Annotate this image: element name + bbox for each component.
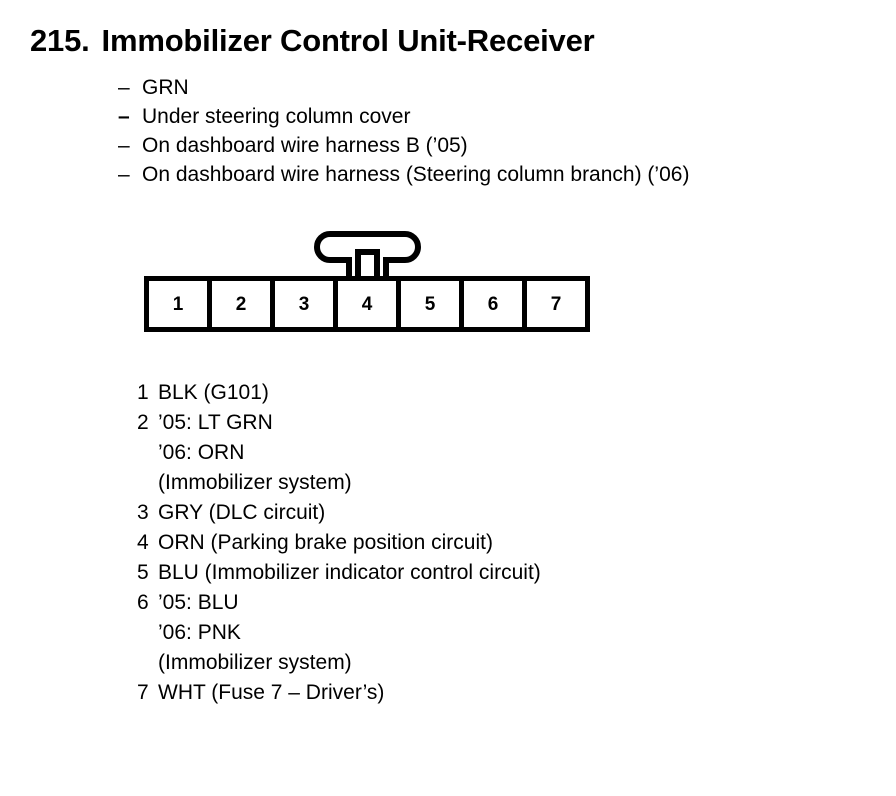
pin-legend-number: 1: [137, 381, 149, 404]
descriptor-text: On dashboard wire harness (Steering colu…: [142, 163, 690, 186]
pin-legend-row: 5 BLU (Immobilizer indicator control circ…: [137, 558, 541, 588]
pin-legend-lines: ’05: LT GRN ’06: ORN (Immobilizer system): [158, 408, 541, 498]
connector-pin-4: 4: [338, 281, 401, 327]
descriptor-dash-icon: –: [118, 105, 130, 128]
pin-legend-line: (Immobilizer system): [158, 651, 352, 674]
descriptor-item: –Under steering column cover: [118, 102, 689, 131]
pin-legend-number: 7: [137, 681, 149, 704]
pin-legend-lines: BLU (Immobilizer indicator control circu…: [158, 558, 541, 588]
page-title: 215. Immobilizer Control Unit-Receiver: [30, 22, 595, 60]
page-title-label: Immobilizer Control Unit-Receiver: [101, 23, 595, 58]
pin-legend-lines: ORN (Parking brake position circuit): [158, 528, 541, 558]
pin-legend-line: WHT (Fuse 7 – Driver’s): [158, 681, 385, 704]
connector-pin-1: 1: [149, 281, 212, 327]
descriptor-dash-icon: –: [118, 163, 130, 186]
connector-pin-6: 6: [464, 281, 527, 327]
connector-pin-3: 3: [275, 281, 338, 327]
descriptor-list: –GRN–Under steering column cover–On dash…: [118, 73, 689, 189]
pin-legend-number: 6: [137, 591, 149, 614]
pin-legend-row: 1 BLK (G101): [137, 378, 541, 408]
descriptor-dash-icon: –: [118, 76, 130, 99]
pin-legend-row: 6 ’05: BLU ’06: PNK (Immobilizer system): [137, 588, 541, 678]
pin-legend-lines: ’05: BLU ’06: PNK (Immobilizer system): [158, 588, 541, 678]
descriptor-text: GRN: [142, 76, 189, 99]
pin-legend-line: BLU (Immobilizer indicator control circu…: [158, 561, 541, 584]
pin-legend-row: 4 ORN (Parking brake position circuit): [137, 528, 541, 558]
pin-legend-line: ’06: PNK: [158, 621, 241, 644]
pin-legend-number: 2: [137, 411, 149, 434]
pin-legend-row: 2 ’05: LT GRN ’06: ORN (Immobilizer system): [137, 408, 541, 498]
pin-legend-number: 4: [137, 531, 149, 554]
pin-legend-lines: WHT (Fuse 7 – Driver’s): [158, 678, 541, 708]
pin-legend-line: ’06: ORN: [158, 441, 245, 464]
descriptor-text: Under steering column cover: [142, 105, 411, 128]
pin-legend-row: 3 GRY (DLC circuit): [137, 498, 541, 528]
descriptor-dash-icon: –: [118, 134, 130, 157]
pin-legend-line: ’05: BLU: [158, 591, 239, 614]
pin-legend-row: 7 WHT (Fuse 7 – Driver’s): [137, 678, 541, 708]
descriptor-item: –On dashboard wire harness (Steering col…: [118, 160, 689, 189]
descriptor-item: –On dashboard wire harness B (’05): [118, 131, 689, 160]
pin-legend-line: BLK (G101): [158, 381, 269, 404]
pin-legend-line: GRY (DLC circuit): [158, 501, 326, 524]
connector-latch-icon: [314, 231, 421, 280]
pin-legend-list: 1 BLK (G101) 2 ’05: LT GRN ’06: ORN (Immobili…: [137, 378, 541, 708]
pin-legend-number: 5: [137, 561, 149, 584]
connector-pin-2: 2: [212, 281, 275, 327]
descriptor-text: On dashboard wire harness B (’05): [142, 134, 468, 157]
pin-legend-line: ’05: LT GRN: [158, 411, 273, 434]
descriptor-item: –GRN: [118, 73, 689, 102]
pin-legend-lines: BLK (G101): [158, 378, 541, 408]
pin-legend-line: ORN (Parking brake position circuit): [158, 531, 493, 554]
pin-legend-line: (Immobilizer system): [158, 471, 352, 494]
connector-pin-7: 7: [550, 293, 562, 315]
page-title-number: 215.: [30, 23, 90, 58]
pin-legend-lines: GRY (DLC circuit): [158, 498, 541, 528]
pin-legend-number: 3: [137, 501, 149, 524]
connector-pin-5: 5: [401, 281, 464, 327]
